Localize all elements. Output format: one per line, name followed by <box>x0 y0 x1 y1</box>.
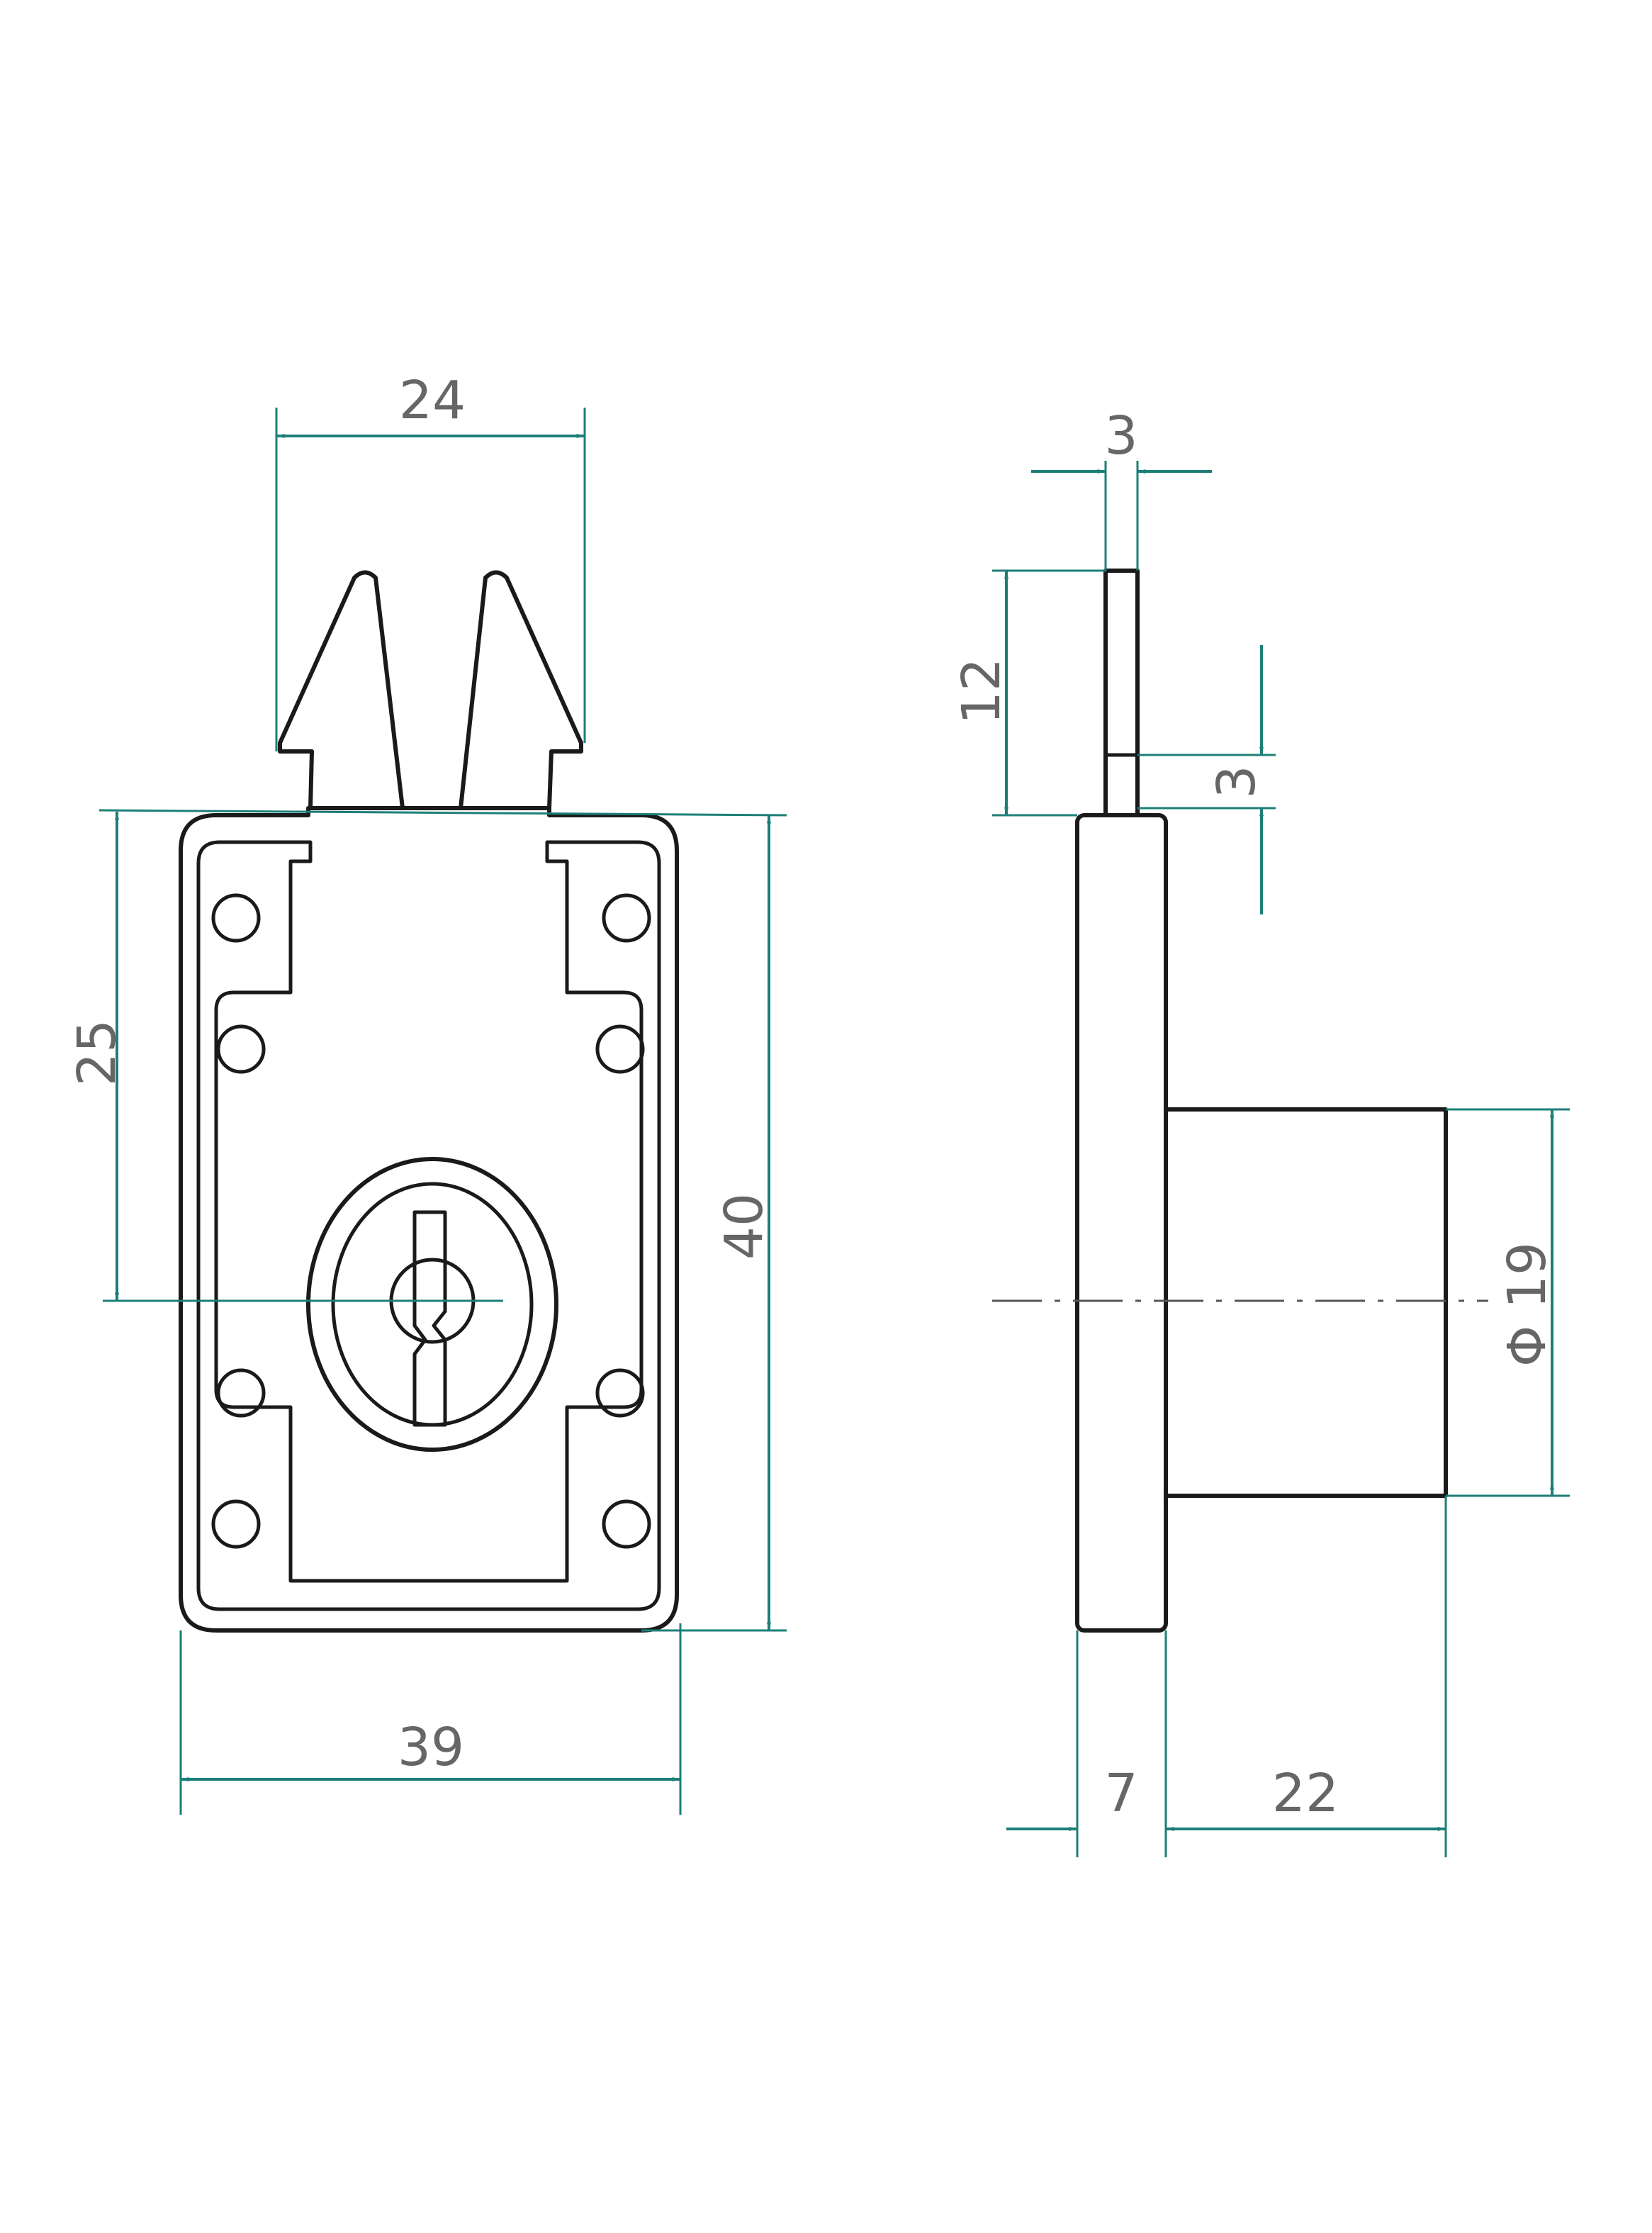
dim-label-3-side: 3 <box>1206 765 1267 798</box>
screw-hole <box>211 893 261 943</box>
screw-hole <box>602 1499 651 1549</box>
keyhole-icon <box>412 1210 447 1427</box>
screw-hole <box>211 1499 261 1549</box>
side-plate <box>1075 813 1168 1633</box>
side-bolt <box>1103 569 1140 817</box>
dim-label-22: 22 <box>1272 1763 1339 1824</box>
screw-hole <box>216 1024 266 1074</box>
cylinder-outer-ring <box>306 1157 558 1452</box>
dim-label-3-top: 3 <box>1104 405 1137 466</box>
front-view: 24 25 40 39 <box>67 370 787 1815</box>
front-plate-inner-outline <box>196 840 661 1611</box>
screw-hole <box>216 1368 266 1418</box>
screw-hole <box>602 893 651 943</box>
dim-label-12: 12 <box>951 658 1012 724</box>
extension-line <box>99 809 787 817</box>
side-cylinder <box>1164 1107 1448 1498</box>
dim-label-7: 7 <box>1104 1763 1137 1824</box>
dim-label-25: 25 <box>67 1019 128 1086</box>
dim-label-40: 40 <box>714 1193 775 1260</box>
dim-label-19: Φ 19 <box>1497 1242 1558 1367</box>
dim-label-24: 24 <box>399 370 466 431</box>
side-view: 3 12 3 Φ 19 7 22 <box>951 405 1570 1857</box>
cylinder-inner-ring <box>331 1182 534 1427</box>
screw-hole <box>595 1368 645 1418</box>
screw-hole <box>595 1024 645 1074</box>
dim-label-39: 39 <box>398 1717 464 1778</box>
right-prong <box>459 570 583 810</box>
left-prong <box>278 570 405 810</box>
